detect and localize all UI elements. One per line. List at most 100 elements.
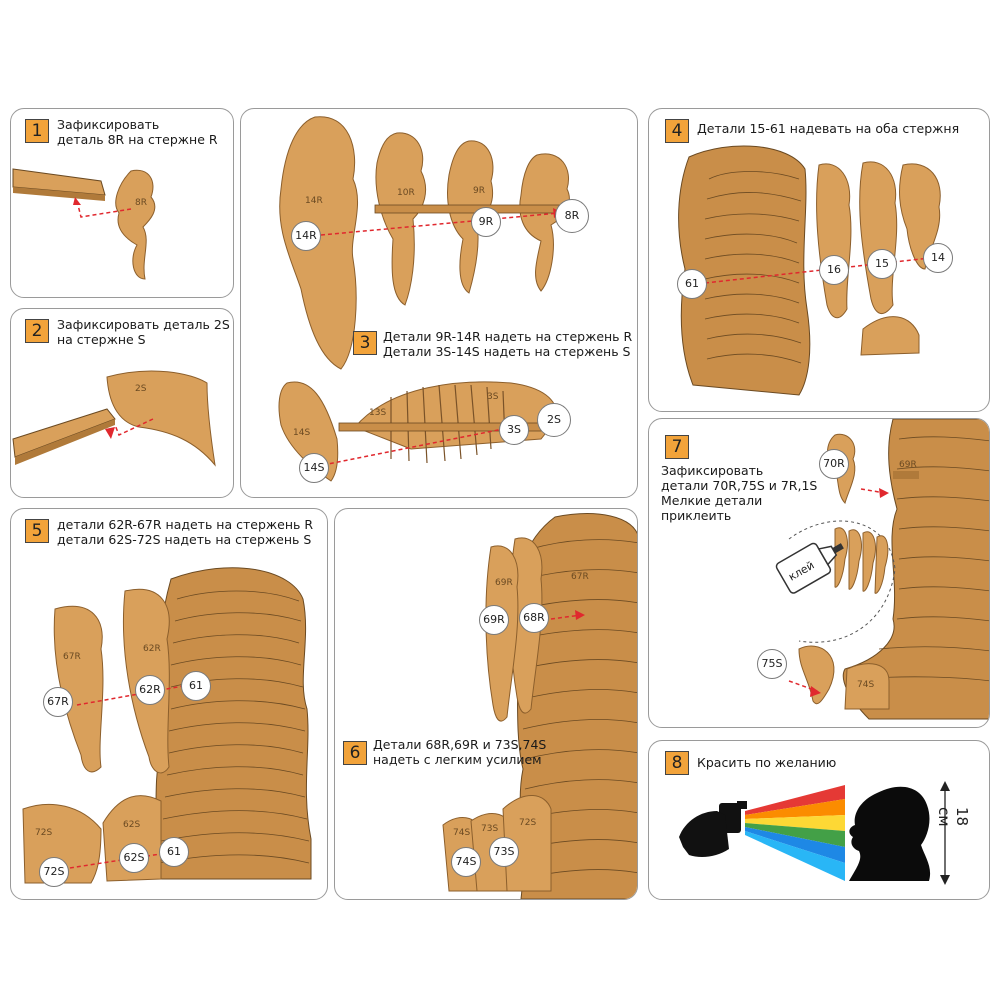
part-mark: 62R — [143, 644, 161, 654]
part-mark: 69R — [495, 578, 513, 588]
step-3-panel: 14R 10R 9R 14S 13S 3S 14R 9R 8R 3 Детали… — [240, 108, 638, 498]
part-mark: 74S — [453, 828, 470, 838]
step-8-panel: 8 Красить по желанию 18 см — [648, 740, 990, 900]
glue-zone — [788, 520, 896, 643]
spray-band — [745, 827, 845, 863]
spray-band — [745, 799, 845, 819]
spray-band — [745, 815, 845, 831]
callout-73s: 73S — [489, 837, 519, 867]
step-number: 5 — [25, 519, 49, 543]
part-9r — [447, 140, 494, 294]
part-mark: 3S — [487, 392, 499, 402]
part-72s — [502, 795, 552, 892]
step-text: детали 62R-67R надеть на стержень R дета… — [57, 517, 314, 547]
spray-band — [745, 831, 845, 881]
step-number: 3 — [353, 331, 377, 355]
step-6-panel: 69R 67R 74S 73S 72S 69R 68R 6 Детали 68R… — [334, 508, 638, 900]
callout-69r: 69R — [479, 605, 509, 635]
rod-s — [12, 408, 116, 458]
part-mark: 73S — [481, 824, 498, 834]
callout-61: 61 — [677, 269, 707, 299]
part-mark: 14S — [293, 428, 310, 438]
part-mark: 72S — [519, 818, 536, 828]
callout-61: 61 — [159, 837, 189, 867]
part-mark: 10R — [397, 188, 415, 198]
callout-67r: 67R — [43, 687, 73, 717]
callout-2s: 2S — [537, 403, 571, 437]
part-2s — [106, 370, 216, 467]
part-mark: 8R — [135, 198, 147, 208]
step-number: 6 — [343, 741, 367, 765]
part-mark: 13S — [369, 408, 386, 418]
step-text: Зафиксировать деталь 2S на стержне S — [57, 317, 230, 347]
step-2-illustration: 2S — [12, 370, 216, 467]
step-5-panel: 5 детали 62R-67R надеть на стержень R де… — [10, 508, 328, 900]
callout-14r: 14R — [291, 221, 321, 251]
head-block — [678, 145, 811, 396]
step-text: Красить по желанию — [697, 755, 837, 770]
step-text: Детали 68R,69R и 73S,74S надеть с легким… — [373, 737, 547, 767]
step-7-illustration: 69R клей 74S — [775, 419, 989, 720]
step-text: Зафиксировать деталь 8R на стержне R — [57, 117, 218, 147]
step-1-panel: 1 Зафиксировать деталь 8R на стержне R 8… — [10, 108, 234, 298]
part-8r — [519, 153, 570, 292]
part-75s — [798, 645, 835, 705]
step-text: Зафиксировать детали 70R,75S и 7R,1S Мел… — [661, 463, 818, 523]
insert-arrow — [114, 418, 154, 437]
callout-68r: 68R — [519, 603, 549, 633]
callout-61: 61 — [181, 671, 211, 701]
callout-15: 15 — [867, 249, 897, 279]
part-mark: 2S — [135, 384, 147, 394]
part-69r — [485, 545, 519, 722]
callout-62s: 62S — [119, 843, 149, 873]
step-text: Детали 15-61 надевать на оба стержня — [697, 121, 960, 136]
spray-band — [745, 823, 845, 847]
callout-72s: 72S — [39, 857, 69, 887]
hand-icon — [679, 811, 729, 857]
step-text: Детали 9R-14R надеть на стержень R Детал… — [383, 329, 633, 359]
step-8-illustration — [679, 781, 950, 885]
callout-14s: 14S — [299, 453, 329, 483]
part-mark: 14R — [305, 196, 323, 206]
step-number: 4 — [665, 119, 689, 143]
step-3-illustration: 14R 10R 9R 14S 13S 3S — [278, 116, 576, 482]
part-8r — [115, 169, 156, 280]
callout-74s: 74S — [451, 847, 481, 877]
part-10r — [375, 132, 426, 306]
callout-62r: 62R — [135, 675, 165, 705]
callout-14: 14 — [923, 243, 953, 273]
callout-8r: 8R — [555, 199, 589, 233]
step-number: 8 — [665, 751, 689, 775]
part-69r-slot — [893, 471, 919, 479]
head-assembly — [150, 567, 312, 880]
part-mark: 69R — [899, 460, 917, 470]
step-2-panel: 2 Зафиксировать деталь 2S на стержне S 2… — [10, 308, 234, 498]
part-15 — [859, 161, 898, 314]
callout-9r: 9R — [471, 207, 501, 237]
callout-75s: 75S — [757, 649, 787, 679]
part-mark: 74S — [857, 680, 874, 690]
part-mark: 67R — [63, 652, 81, 662]
part-mark: 9R — [473, 186, 485, 196]
part-14 — [899, 163, 941, 270]
callout-70r: 70R — [819, 449, 849, 479]
step-7-panel: 7 Зафиксировать детали 70R,75S и 7R,1S М… — [648, 418, 990, 728]
callout-3s: 3S — [499, 415, 529, 445]
glue-bottle-icon: клей — [775, 542, 844, 594]
spray-band — [745, 785, 845, 815]
glue-small-parts — [834, 527, 889, 594]
part-mark: 67R — [571, 572, 589, 582]
step-number: 7 — [665, 435, 689, 459]
part-16 — [816, 163, 852, 319]
step-number: 1 — [25, 119, 49, 143]
height-label: 18 см — [935, 807, 971, 827]
step-6-illustration: 69R 67R 74S 73S 72S — [442, 513, 637, 899]
part-mark: 62S — [123, 820, 140, 830]
step-number: 2 — [25, 319, 49, 343]
part-mark: 72S — [35, 828, 52, 838]
insert-arrow — [76, 200, 132, 218]
head-silhouette-icon — [849, 786, 931, 881]
step-4-panel: 4 Детали 15-61 надевать на оба стержня 6… — [648, 108, 990, 412]
step-1-illustration: 8R — [12, 168, 156, 280]
callout-16: 16 — [819, 255, 849, 285]
